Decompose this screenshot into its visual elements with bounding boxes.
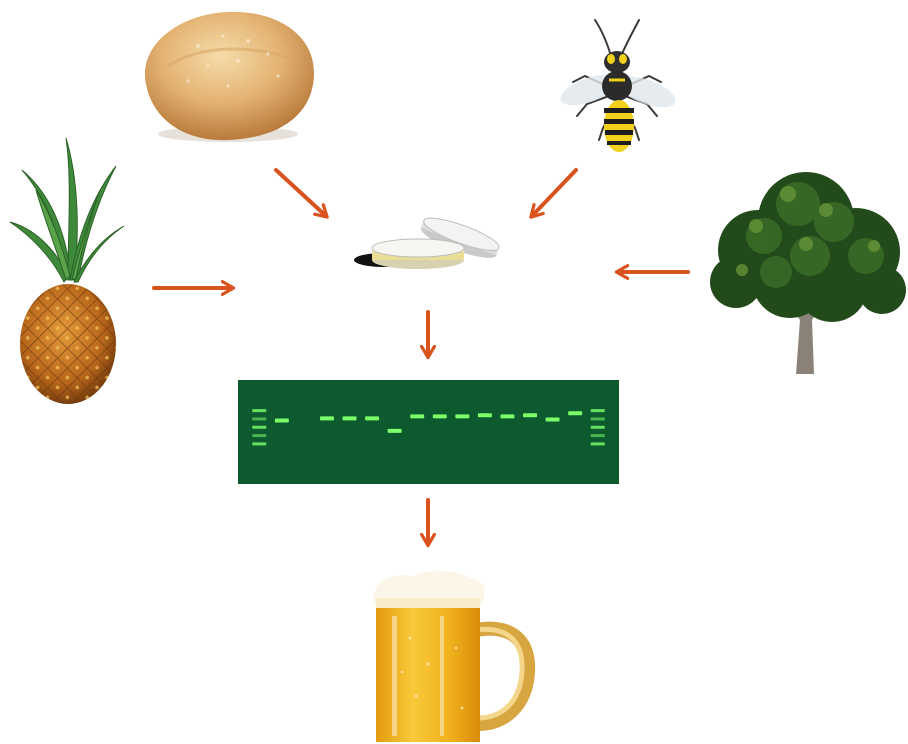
tree-icon <box>706 160 908 378</box>
gel-sample-band <box>343 416 357 420</box>
gel-sample-band <box>320 416 334 420</box>
arrow-bread-to-culture <box>270 164 336 224</box>
petri-dish-icon <box>352 212 510 272</box>
gel-ladder-band <box>252 434 266 437</box>
pineapple-icon <box>8 130 126 408</box>
arrow-pineapple-to-culture <box>148 274 242 302</box>
gel-sample-band <box>410 414 424 418</box>
gel-background <box>238 380 619 484</box>
beer-mug-icon <box>370 568 536 744</box>
gel-sample-band <box>546 417 560 421</box>
gel-ladder-band <box>591 409 605 412</box>
gel-ladder-band <box>591 442 605 445</box>
bread-icon <box>128 6 318 148</box>
gel-ladder-band <box>252 409 266 412</box>
gel-sample-band <box>365 416 379 420</box>
arrow-wasp-to-culture <box>524 164 584 224</box>
gel-sample-band <box>500 414 514 418</box>
wasp-icon <box>555 16 685 154</box>
gel-sample-band <box>523 413 537 417</box>
arrow-culture-to-gel <box>414 308 442 366</box>
gel-sample-band <box>275 418 289 422</box>
gel-ladder-band <box>591 434 605 437</box>
gel-sample-band <box>433 414 447 418</box>
gel-ladder-band <box>591 426 605 429</box>
gel-ladder-band <box>252 442 266 445</box>
arrow-gel-to-beer <box>414 496 442 554</box>
gel-ladder-band <box>252 426 266 429</box>
gel-electrophoresis-icon <box>238 380 619 484</box>
gel-sample-band <box>478 413 492 417</box>
gel-ladder-band <box>591 417 605 420</box>
gel-sample-band <box>455 414 469 418</box>
gel-sample-band <box>568 411 582 415</box>
gel-ladder-band <box>252 417 266 420</box>
gel-sample-band <box>388 429 402 433</box>
arrow-tree-to-culture <box>608 258 694 286</box>
